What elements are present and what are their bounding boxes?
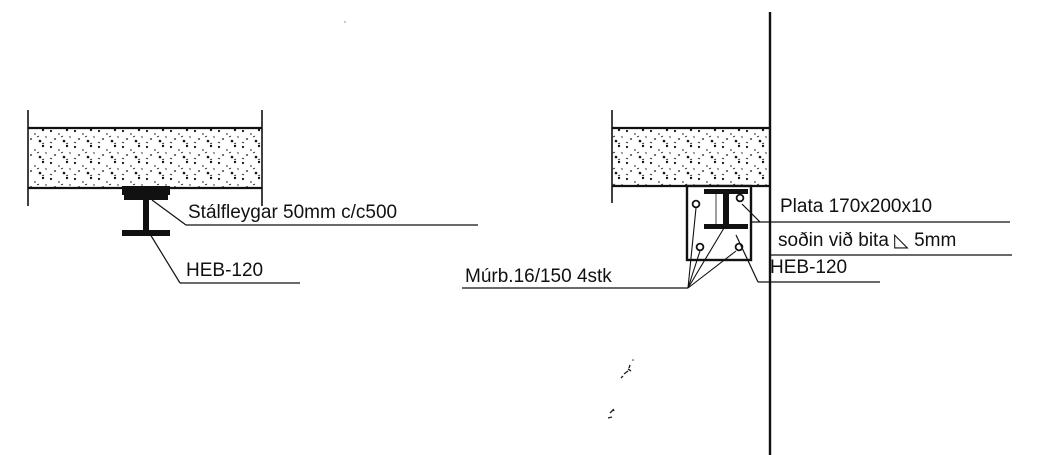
plate-label: Plata 170x200x10 [780,196,932,217]
anchor-bolts [691,193,745,252]
left-leader-lines [149,199,478,284]
left-beam-label: HEB-120 [186,260,263,281]
weld-label: soðin við bita ◺ 5mm [778,230,956,251]
left-heb-beam [122,195,170,236]
right-detail: Plata 170x200x10 soðin við bita ◺ 5mm HE… [462,12,1012,455]
right-beam-label: HEB-120 [770,257,847,278]
right-heb-beam [704,189,748,229]
right-leader-lines [462,203,1012,289]
left-steel-wedge [122,186,170,195]
scan-noise [344,21,634,419]
right-concrete-slab [611,110,770,203]
anchor-label: Múrb.16/150 4stk [465,266,612,287]
left-detail: Stálfleygar 50mm c/c500 HEB-120 [27,110,478,284]
fastener-label: Stálfleygar 50mm c/c500 [188,202,397,223]
